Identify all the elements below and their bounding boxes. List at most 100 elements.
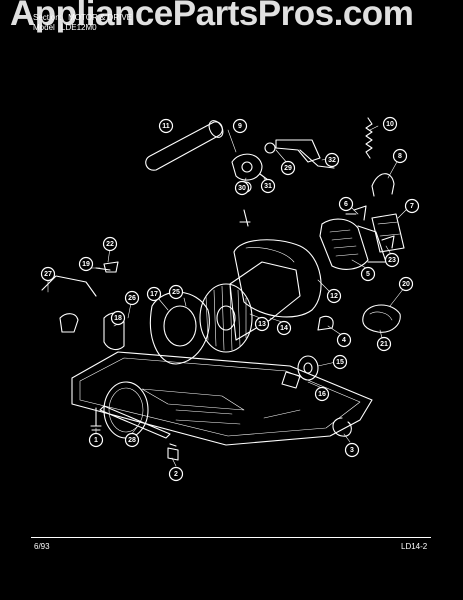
callout-19: 19 (78, 256, 94, 272)
motor-housing (229, 261, 301, 341)
callout-circle (276, 320, 292, 336)
blower-housing (233, 239, 322, 318)
idler-part (317, 315, 334, 331)
callout-label: 11 (162, 123, 170, 130)
callout-label: 25 (172, 289, 180, 296)
callout-label: 29 (284, 165, 292, 172)
callout-circle (124, 432, 140, 448)
callout-13: 13 (254, 316, 270, 332)
callout-circle (168, 466, 184, 482)
tension-spring (365, 117, 373, 159)
callout-28: 28 (124, 432, 140, 448)
callout-7: 7 (404, 198, 420, 214)
callout-circle (88, 432, 104, 448)
wire-harness (41, 275, 97, 297)
callout-11: 11 (158, 118, 174, 134)
callout-6: 6 (338, 196, 354, 212)
callout-17: 17 (146, 286, 162, 302)
drive-roller (145, 121, 223, 171)
callout-circle (232, 118, 248, 134)
callout-label: 13 (258, 321, 266, 328)
callout-label: 19 (82, 261, 90, 268)
callout-circle (398, 276, 414, 292)
callout-circle (146, 286, 162, 302)
footer-date: 6/93 (34, 542, 50, 551)
callout-27: 27 (40, 266, 56, 282)
callout-circle (102, 236, 118, 252)
pivot-bracket (381, 235, 395, 249)
callout-circle (338, 196, 354, 212)
callout-label: 14 (280, 325, 288, 332)
callout-circle (234, 180, 250, 196)
diagram-sheet (19, 10, 447, 575)
callout-label: 28 (128, 437, 136, 444)
callout-circle (384, 252, 400, 268)
callout-8: 8 (392, 148, 408, 164)
base-plate (71, 351, 373, 446)
callout-label: 9 (238, 123, 242, 130)
idler-pulley (231, 153, 263, 181)
callout-3: 3 (344, 442, 360, 458)
callout-label: 21 (380, 341, 388, 348)
model-label: Model (33, 23, 55, 32)
callout-31: 31 (260, 178, 276, 194)
callout-label: 23 (388, 257, 396, 264)
callout-circle (344, 442, 360, 458)
callout-circle (254, 316, 270, 332)
page-header: Section: MOTOR & DRIVE Model LDE12M0 (33, 13, 136, 33)
callout-1: 1 (88, 432, 104, 448)
harness-clamp (103, 261, 119, 273)
callout-label: 12 (330, 293, 338, 300)
callout-label: 27 (44, 271, 52, 278)
callout-label: 5 (366, 271, 370, 278)
drive-pulley (297, 355, 319, 381)
motor-bracket (345, 205, 367, 221)
callout-30: 30 (234, 180, 250, 196)
callout-22: 22 (102, 236, 118, 252)
callout-label: 17 (150, 291, 158, 298)
callout-26: 26 (124, 290, 140, 306)
callout-label: 3 (350, 447, 354, 454)
callout-16: 16 (314, 386, 330, 402)
callout-29: 29 (280, 160, 296, 176)
blower-wheel (199, 283, 253, 353)
callout-label: 30 (238, 185, 246, 192)
snap-ring (332, 417, 352, 437)
callout-label: 8 (398, 153, 402, 160)
base-opening (103, 381, 149, 439)
callout-circle (124, 290, 140, 306)
support-bar (99, 405, 171, 439)
callout-label: 2 (174, 471, 178, 478)
callout-circle (360, 266, 376, 282)
callout-label: 1 (94, 437, 98, 444)
motor-clip (371, 173, 395, 197)
callout-23: 23 (384, 252, 400, 268)
section-row: Section: MOTOR & DRIVE (33, 13, 136, 23)
callout-circle (168, 284, 184, 300)
section-value: MOTOR & DRIVE (68, 13, 132, 22)
washer-part (264, 142, 276, 154)
callout-circle (110, 310, 126, 326)
callout-circle (332, 354, 348, 370)
callout-circle (326, 288, 342, 304)
callout-label: 18 (114, 315, 122, 322)
callout-circle (280, 160, 296, 176)
callout-label: 16 (318, 391, 326, 398)
callout-circle (392, 148, 408, 164)
drive-belt (362, 304, 401, 333)
footer-rule (31, 537, 431, 538)
callout-circle (324, 152, 340, 168)
callout-circle (382, 116, 398, 132)
callout-label: 10 (386, 121, 394, 128)
footer-code: LD14-2 (401, 542, 428, 551)
motor-mount (371, 213, 405, 253)
callout-label: 7 (410, 203, 414, 210)
callout-12: 12 (326, 288, 342, 304)
callout-circle (314, 386, 330, 402)
callout-circle (336, 332, 352, 348)
callout-label: 15 (336, 359, 344, 366)
callout-circle (78, 256, 94, 272)
callout-15: 15 (332, 354, 348, 370)
